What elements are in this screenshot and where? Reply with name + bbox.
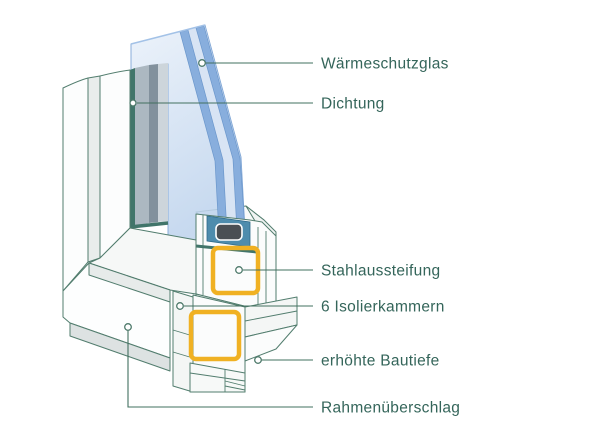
frame-and-sash-front xyxy=(62,69,197,372)
construction-depth-highlight xyxy=(188,309,242,362)
frame-cut-right-2 xyxy=(244,324,298,362)
label-bautiefe: erhöhte Bautiefe xyxy=(321,353,440,370)
glazing-gasket xyxy=(215,223,243,241)
label-dichtung: Dichtung xyxy=(321,96,385,113)
frame-overlap-band xyxy=(88,262,171,303)
seal-strip-vertical xyxy=(130,68,135,228)
leader-lines xyxy=(127,62,313,408)
frame-bottom-band xyxy=(69,322,171,372)
callout-dot-stahlaussteifung xyxy=(235,266,243,274)
glass-spacer-strips xyxy=(135,63,168,226)
label-isolierkammern: 6 Isolierkammern xyxy=(321,299,445,316)
labels: Wärmeschutzglas Dichtung Stahlaussteifun… xyxy=(321,56,460,417)
leader-rahmenueberschlag xyxy=(127,331,313,408)
glass-interpane xyxy=(188,28,237,233)
outer-frame-jamb xyxy=(62,77,89,292)
sash-stile xyxy=(99,69,131,259)
callout-dot-rahmenueberschlag xyxy=(124,323,132,331)
label-rahmenueberschlag: Rahmenüberschlag xyxy=(321,400,460,417)
frame-cut-face xyxy=(172,290,298,393)
jamb-side-strip xyxy=(87,75,101,263)
label-stahlaussteifung: Stahlaussteifung xyxy=(321,263,440,280)
callout-dot-dichtung xyxy=(129,99,137,107)
callout-dots xyxy=(124,59,262,364)
insulation-chambers xyxy=(189,362,246,393)
callout-dot-isolierkammern xyxy=(176,302,184,310)
callout-dot-bautiefe xyxy=(254,356,262,364)
callout-dot-waermeschutzglas xyxy=(198,59,206,67)
seal-strip-bottom xyxy=(129,221,169,229)
glass-top-edge xyxy=(130,24,206,45)
label-waermeschutzglas: Wärmeschutzglas xyxy=(321,56,449,73)
